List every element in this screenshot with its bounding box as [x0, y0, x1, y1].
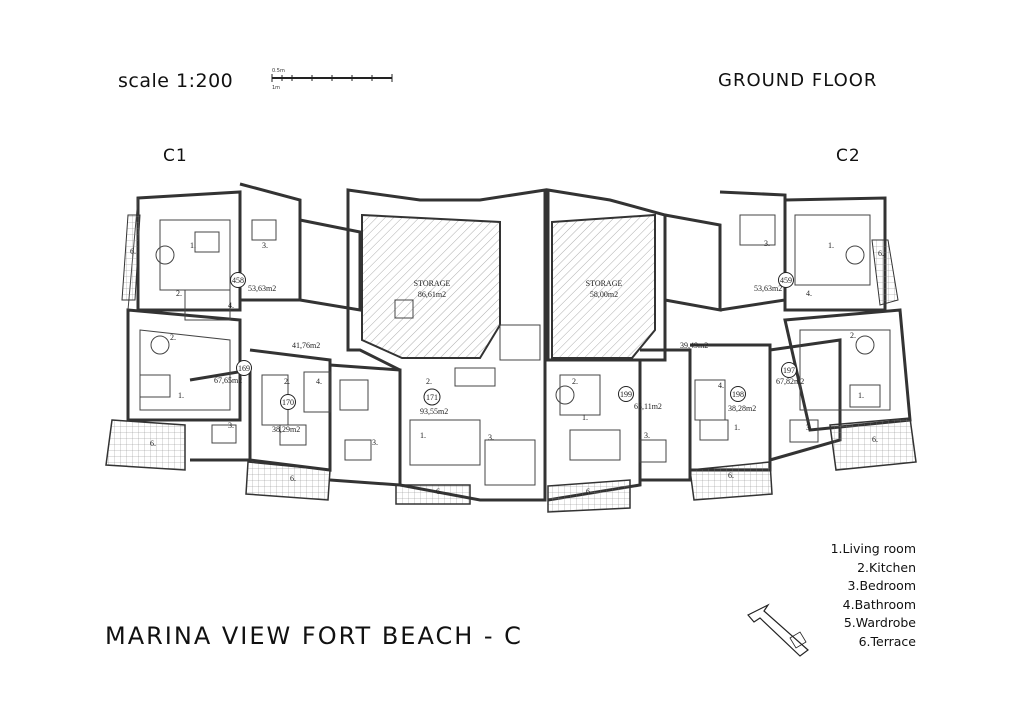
svg-text:4.: 4. [316, 377, 322, 386]
svg-text:93,55m2: 93,55m2 [420, 407, 448, 416]
svg-text:67,82m2: 67,82m2 [776, 377, 804, 386]
svg-text:4.: 4. [718, 381, 724, 390]
svg-text:2.: 2. [850, 331, 856, 340]
legend-item: 1.Living room [830, 541, 916, 556]
svg-text:199: 199 [620, 390, 632, 399]
central-block [346, 188, 547, 502]
svg-text:STORAGE: STORAGE [414, 279, 451, 288]
unit-marker-171: 171 93,55m2 [420, 388, 448, 416]
svg-text:1.: 1. [582, 413, 588, 422]
svg-text:2.: 2. [426, 377, 432, 386]
svg-text:459: 459 [780, 276, 792, 285]
block-label-c1: C1 [163, 146, 188, 166]
legend-item: 4.Bathroom [842, 596, 916, 612]
svg-text:3.: 3. [372, 438, 378, 447]
north-arrow-icon [747, 603, 809, 657]
scale-bar: 0.5m 1m [271, 68, 393, 91]
svg-text:3.: 3. [228, 421, 234, 430]
svg-text:6.: 6. [586, 487, 592, 496]
svg-text:6.: 6. [130, 247, 136, 256]
svg-text:6.: 6. [150, 439, 156, 448]
svg-text:STORAGE: STORAGE [586, 279, 623, 288]
svg-text:6.: 6. [878, 249, 884, 258]
svg-text:38,28m2: 38,28m2 [728, 404, 756, 413]
svg-text:1.: 1. [420, 431, 426, 440]
svg-text:170: 170 [282, 398, 294, 407]
svg-text:3.: 3. [644, 431, 650, 440]
legend: 1.Living room 2.Kitchen 3.Bedroom 4.Bath… [831, 540, 916, 652]
unit-marker-197: 197 67,82m2 [776, 362, 804, 386]
svg-text:58,00m2: 58,00m2 [590, 290, 618, 299]
floor-label: GROUND FLOOR [718, 70, 878, 91]
svg-text:6.: 6. [728, 471, 734, 480]
corridor-area-left: 41,76m2 [292, 341, 320, 350]
legend-item: 3.Bedroom [847, 578, 916, 594]
block-label-c2: C2 [836, 146, 861, 166]
svg-text:3.: 3. [764, 239, 770, 248]
svg-text:169: 169 [238, 364, 250, 373]
svg-text:1.: 1. [178, 391, 184, 400]
unit-marker-169: 169 67,65m2 [214, 360, 252, 385]
unit-marker-199: 199 65,11m2 [618, 386, 662, 411]
legend-item: 2.Kitchen [857, 559, 916, 575]
wing-c2 [546, 188, 917, 513]
storage-right: STORAGE 58,00m2 [586, 279, 623, 299]
legend-item: 5.Wardrobe [843, 615, 916, 631]
svg-text:2.: 2. [284, 377, 290, 386]
svg-text:2.: 2. [572, 377, 578, 386]
svg-text:67,65m2: 67,65m2 [214, 376, 242, 385]
svg-text:198: 198 [732, 390, 744, 399]
svg-text:53,63m2: 53,63m2 [248, 284, 276, 293]
svg-text:4.: 4. [806, 289, 812, 298]
svg-text:4.: 4. [228, 301, 234, 310]
svg-text:38,29m2: 38,29m2 [272, 425, 300, 434]
unit-marker-459: 459 53,63m2 [754, 272, 794, 293]
svg-text:6.: 6. [872, 435, 878, 444]
svg-text:6.: 6. [290, 474, 296, 483]
svg-text:171: 171 [426, 393, 438, 402]
svg-text:6.: 6. [436, 487, 442, 496]
svg-text:3.: 3. [488, 433, 494, 442]
legend-item: 6.Terrace [858, 633, 916, 649]
project-title: MARINA VIEW FORT BEACH - C [105, 622, 523, 650]
unit-marker-458: 458 53,63m2 [230, 272, 276, 293]
svg-text:1.: 1. [190, 241, 196, 250]
svg-text:65,11m2: 65,11m2 [634, 402, 662, 411]
svg-text:1.: 1. [858, 391, 864, 400]
svg-text:197: 197 [783, 366, 795, 375]
svg-text:3.: 3. [262, 241, 268, 250]
room-numbers: 1. 3. 2. 4. 2. 1. 3. 2. 4. 3. 2. 1. 3. 2… [130, 239, 884, 496]
scalebar-bottom-label: 1m [272, 85, 280, 91]
svg-text:86,61m2: 86,61m2 [418, 290, 446, 299]
corridor-area-right: 39,49m2 [680, 341, 708, 350]
unit-marker-198: 198 38,28m2 [728, 386, 756, 413]
scale-label: scale 1:200 [118, 70, 234, 92]
svg-text:3.: 3. [806, 423, 812, 432]
svg-text:2.: 2. [176, 289, 182, 298]
svg-text:2.: 2. [170, 333, 176, 342]
storage-left: STORAGE 86,61m2 [414, 279, 451, 299]
scalebar-top-label: 0.5m [272, 68, 285, 74]
svg-text:1.: 1. [734, 423, 740, 432]
unit-marker-170: 170 38,29m2 [272, 394, 300, 434]
svg-text:458: 458 [232, 276, 244, 285]
svg-text:1.: 1. [828, 241, 834, 250]
svg-text:53,63m2: 53,63m2 [754, 284, 782, 293]
